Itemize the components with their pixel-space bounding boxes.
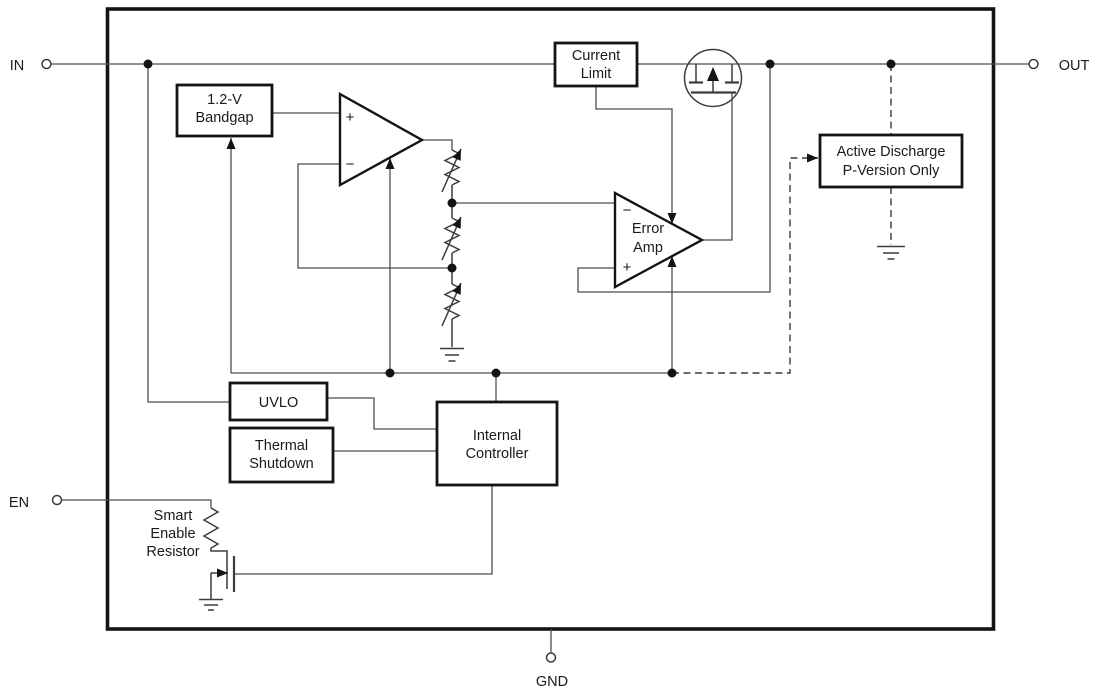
pass-fet-circle — [683, 48, 743, 108]
error-amp-name-line1: Error — [632, 221, 664, 237]
bandgap-amp-triangle — [338, 91, 425, 188]
discharge-label-line1: Active Discharge — [837, 144, 946, 160]
pass-fet-body-arrow — [707, 67, 719, 81]
in-terminal — [41, 58, 52, 70]
block-bandgap: 1.2-V Bandgap — [175, 83, 274, 138]
internal-controller-box — [435, 400, 559, 487]
bandgap-box — [175, 83, 274, 138]
trim-arrow-r2 — [441, 216, 462, 261]
pin-label-gnd: GND — [536, 674, 568, 690]
smart-enable-resistor-icon — [202, 507, 220, 549]
current-limit-box — [553, 41, 639, 88]
bandgap-label-line2: Bandgap — [195, 110, 253, 126]
dashed-wires — [672, 64, 892, 374]
wire-controller-to-nmos-drain — [234, 485, 493, 575]
smart-enable-annotation: Smart Enable Resistor — [146, 508, 199, 560]
current-limit-label-line1: Current — [572, 48, 620, 64]
wire-out-feedback-to-error-plus — [577, 64, 771, 293]
wire-in-to-uvlo — [147, 64, 230, 403]
uvlo-box — [228, 381, 329, 422]
junction-dots — [143, 59, 896, 378]
smart-enable-label-line1: Smart — [154, 508, 193, 524]
bandgap-error-amp: + − — [338, 91, 425, 188]
current-limit-label-line2: Limit — [581, 66, 612, 82]
junction-dot — [447, 198, 457, 208]
smart-enable-label-line3: Resistor — [146, 544, 199, 560]
ground-icon-nmos — [199, 598, 223, 611]
bandgap-amp-plus: + — [346, 109, 355, 126]
wire-uvlo-to-controller — [327, 397, 437, 430]
discharge-label-line2: P-Version Only — [843, 163, 940, 179]
error-amp: − + Error Amp — [613, 190, 705, 290]
wire-divider-feedback-to-amp-minus — [297, 163, 452, 269]
junction-dot — [447, 263, 457, 273]
pin-label-en: EN — [9, 495, 29, 511]
bandgap-amp-minus: − — [346, 156, 355, 173]
thermal-label-line2: Shutdown — [249, 456, 314, 472]
thermal-label-line1: Thermal — [255, 438, 308, 454]
junction-dot — [667, 368, 677, 378]
pin-label-out: OUT — [1059, 58, 1090, 74]
ground-icon-discharge — [877, 245, 905, 260]
dashed-rail-to-discharge — [672, 153, 818, 374]
block-active-discharge: Active Discharge P-Version Only — [818, 133, 964, 189]
error-amp-minus: − — [623, 202, 632, 219]
uvlo-label: UVLO — [259, 395, 299, 411]
block-uvlo: UVLO — [228, 381, 329, 422]
trim-arrow-r3 — [441, 282, 462, 327]
feedback-divider — [440, 148, 464, 362]
pin-label-in: IN — [10, 58, 25, 74]
junction-dot — [385, 368, 395, 378]
error-amp-plus: + — [623, 259, 632, 276]
wire-error-output-to-gate — [702, 93, 733, 241]
junction-dot — [491, 368, 501, 378]
wires — [51, 63, 1029, 653]
junction-dot — [765, 59, 775, 69]
bandgap-label-line1: 1.2-V — [207, 92, 242, 108]
active-discharge-box — [818, 133, 964, 189]
error-amp-triangle — [613, 190, 705, 290]
enable-network — [199, 507, 236, 611]
gnd-terminal — [545, 652, 557, 663]
error-amp-name-line2: Amp — [633, 240, 663, 256]
en-terminal — [51, 494, 63, 506]
junction-dot — [143, 59, 153, 69]
thermal-shutdown-box — [228, 426, 335, 484]
pin-terminals — [41, 58, 1039, 663]
controller-label-line1: Internal — [473, 428, 521, 444]
junction-dot — [886, 59, 896, 69]
block-internal-controller: Internal Controller — [435, 400, 559, 487]
ground-icon-divider — [440, 347, 464, 362]
block-thermal-shutdown: Thermal Shutdown — [228, 426, 335, 484]
pass-fet-icon — [683, 48, 743, 108]
wire-amp-output-to-divider — [422, 139, 453, 150]
controller-label-line2: Controller — [466, 446, 529, 462]
out-terminal — [1028, 58, 1039, 70]
trim-arrow-r1 — [441, 148, 462, 193]
wire-en-input — [61, 499, 212, 508]
block-current-limit: Current Limit — [553, 41, 639, 88]
wire-current-limit-drive — [595, 86, 677, 224]
smart-enable-label-line2: Enable — [150, 526, 195, 542]
